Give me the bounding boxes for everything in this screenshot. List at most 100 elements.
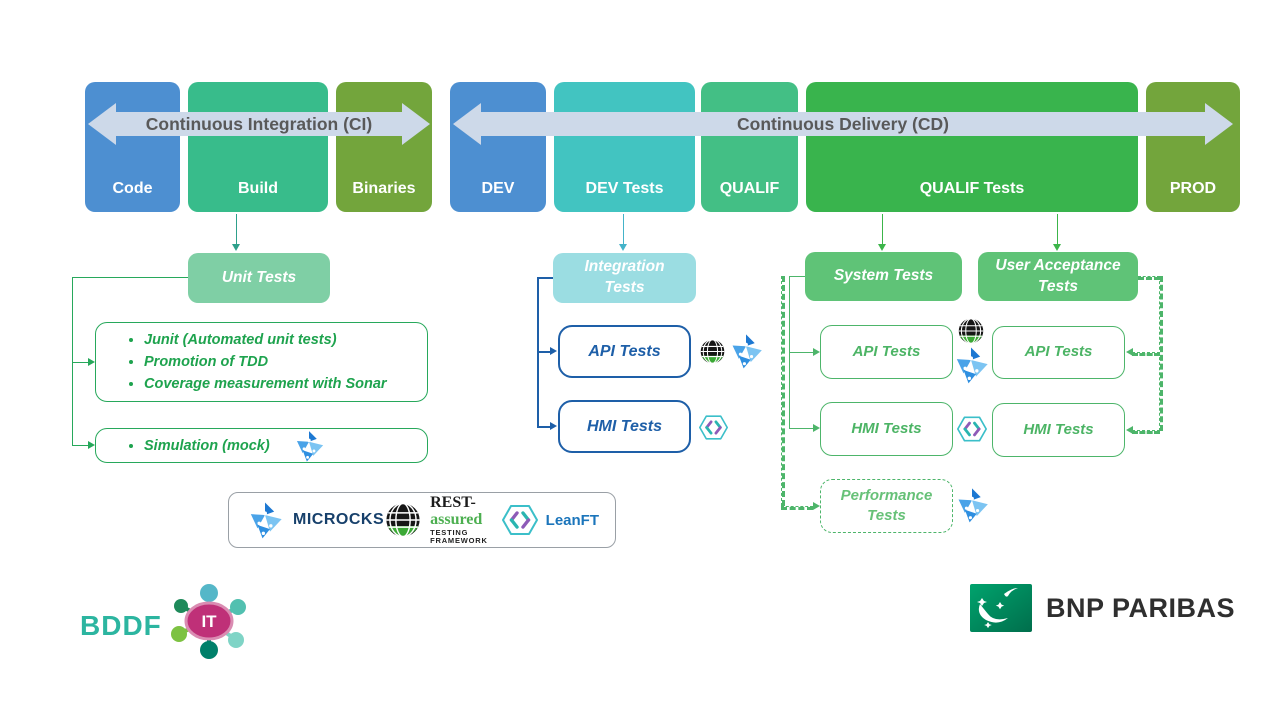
stage-dev-label: DEV xyxy=(481,180,515,197)
unit-tests-box: Unit Tests xyxy=(188,253,330,303)
build-to-unit-arrowhead-icon xyxy=(232,244,240,251)
bullet-tdd: Promotion of TDD xyxy=(144,351,387,373)
rest-assured-icon xyxy=(384,501,422,539)
stage-dev-tests: DEV Tests xyxy=(554,82,695,212)
performance-connector-vertical xyxy=(781,276,785,506)
bullet-junit: Junit (Automated unit tests) xyxy=(144,329,387,351)
ci-branch-bullets xyxy=(72,362,88,363)
ci-connector-vertical xyxy=(72,277,73,445)
legend-microcks: MICROCKS xyxy=(245,500,384,540)
stage-build: Build xyxy=(188,82,328,212)
rest-assured-icon xyxy=(957,317,985,345)
tools-legend: MICROCKS REST-assured TESTING FRAMEWORK xyxy=(228,492,616,548)
cd-arrow: Continuous Delivery (CD) xyxy=(453,103,1233,145)
simulation-bullet-list: Simulation (mock) xyxy=(144,438,270,454)
uat-branch-api xyxy=(1132,352,1160,356)
stage-code: Code xyxy=(85,82,180,212)
ci-arrow-label: Continuous Integration (CI) xyxy=(145,114,373,134)
qualiftests-to-system-arrowhead-icon xyxy=(878,244,886,251)
legend-rest-assured-text: REST-assured TESTING FRAMEWORK xyxy=(430,494,502,545)
dev-api-tests-label: API Tests xyxy=(588,342,661,360)
ci-connector-top xyxy=(72,277,188,278)
unit-tests-label: Unit Tests xyxy=(221,268,297,286)
ci-arrow-right-head-icon xyxy=(402,103,430,145)
bullet-simulation: Simulation (mock) xyxy=(144,438,270,454)
stage-qualif-tests: QUALIF Tests xyxy=(806,82,1138,212)
integration-tests-box: Integration Tests xyxy=(553,253,696,303)
cd-arrow-label: Continuous Delivery (CD) xyxy=(737,114,949,134)
rest-assured-icon xyxy=(699,338,726,365)
ci-branch-sim-arrowhead-icon xyxy=(88,441,95,449)
bddf-it-logo: BDDF IT xyxy=(80,583,250,659)
uat-branch-hmi-arrowhead-icon xyxy=(1126,426,1133,434)
unit-tests-details-box: Junit (Automated unit tests) Promotion o… xyxy=(95,322,428,402)
build-to-unit-connector xyxy=(236,214,237,244)
leanft-icon xyxy=(957,414,987,444)
integration-tests-label: Integration Tests xyxy=(584,258,665,296)
microcks-icon xyxy=(292,429,326,463)
stage-dev-tests-label: DEV Tests xyxy=(585,180,664,197)
stage-qualif: QUALIF xyxy=(701,82,798,212)
simulation-box: Simulation (mock) xyxy=(95,428,428,463)
uat-hmi-tests-box: HMI Tests xyxy=(992,403,1125,457)
stage-prod: PROD xyxy=(1146,82,1240,212)
uat-branch-api-arrowhead-icon xyxy=(1126,348,1133,356)
ci-arrow-body xyxy=(114,112,404,136)
legend-rest-assured-title: REST-assured xyxy=(430,494,502,529)
bnp-emblem-icon xyxy=(970,584,1032,632)
system-branch-api xyxy=(789,352,813,353)
dev-branch-hmi-arrowhead-icon xyxy=(550,422,557,430)
system-branch-hmi-arrowhead-icon xyxy=(813,424,820,432)
dev-branch-api-arrowhead-icon xyxy=(550,347,557,355)
dev-branch-api xyxy=(537,351,550,353)
performance-tests-box: Performance Tests xyxy=(820,479,953,533)
ci-arrow: Continuous Integration (CI) xyxy=(88,103,430,145)
system-branch-api-arrowhead-icon xyxy=(813,348,820,356)
microcks-icon xyxy=(951,345,991,385)
uat-api-tests-label: API Tests xyxy=(1024,343,1093,361)
stage-qualif-tests-label: QUALIF Tests xyxy=(919,180,1025,197)
qualiftests-to-uat-arrowhead-icon xyxy=(1053,244,1061,251)
devtests-to-integration-arrowhead-icon xyxy=(619,244,627,251)
cd-arrow-right-head-icon xyxy=(1205,103,1233,145)
ci-branch-sim xyxy=(72,445,88,446)
leanft-icon xyxy=(501,502,538,538)
performance-branch-arrowhead-icon xyxy=(813,502,820,510)
legend-rest-assured-subtitle: TESTING FRAMEWORK xyxy=(430,527,488,545)
stage-build-label: Build xyxy=(238,180,278,197)
rest-title-part1: REST- xyxy=(430,494,476,512)
bnp-logo-text: BNP PARIBAS xyxy=(1046,592,1236,623)
simulation-label: Simulation (mock) xyxy=(144,437,270,454)
stage-code-label: Code xyxy=(112,180,153,197)
uat-hmi-tests-label: HMI Tests xyxy=(1023,420,1094,438)
system-api-tests-label: API Tests xyxy=(852,342,921,360)
dev-branch-hmi xyxy=(537,426,550,428)
uat-api-tests-box: API Tests xyxy=(992,326,1125,379)
stage-binaries-label: Binaries xyxy=(352,180,416,197)
uat-branch-hmi xyxy=(1132,430,1160,434)
bddf-it-text: IT xyxy=(201,612,217,631)
system-branch-hmi xyxy=(789,428,813,429)
bullet-coverage: Coverage measurement with Sonar xyxy=(144,373,387,395)
dev-hmi-tests-label: HMI Tests xyxy=(587,417,662,435)
system-hmi-tests-box: HMI Tests xyxy=(820,402,953,456)
performance-branch xyxy=(781,506,813,510)
legend-microcks-label: MICROCKS xyxy=(293,511,385,528)
bnp-paribas-logo: BNP PARIBAS xyxy=(970,584,1235,632)
ci-arrow-left-head-icon xyxy=(88,103,116,145)
uat-connector-top xyxy=(1138,276,1160,280)
legend-leanft: LeanFT xyxy=(501,502,599,538)
qualiftests-to-uat-connector xyxy=(1057,214,1058,244)
bddf-logo-text: BDDF xyxy=(80,610,162,641)
microcks-icon xyxy=(953,486,991,524)
leanft-icon xyxy=(699,413,728,442)
stage-dev: DEV xyxy=(450,82,546,212)
stage-binaries: Binaries xyxy=(336,82,432,212)
system-hmi-tests-label: HMI Tests xyxy=(851,419,922,437)
system-tests-label: System Tests xyxy=(833,267,934,285)
rest-title-part2: assured xyxy=(430,511,483,529)
stage-prod-label: PROD xyxy=(1169,180,1217,197)
bddf-it-molecule-icon: IT xyxy=(168,583,250,659)
user-acceptance-tests-box: User Acceptance Tests xyxy=(978,252,1138,301)
